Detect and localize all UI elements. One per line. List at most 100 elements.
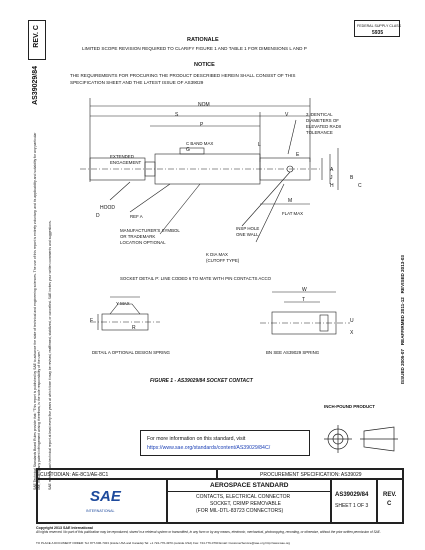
- socket-contact-drawing: [80, 98, 350, 335]
- label-tolerance: TOLERANCE: [306, 130, 333, 135]
- procurement-text: PROCUREMENT SPECIFICATION: AS39029: [260, 472, 362, 478]
- title-cell: AEROSPACE STANDARD CONTACTS, ELECTRICAL …: [167, 479, 332, 523]
- label-d: D: [96, 213, 100, 219]
- aerospace-standard: AEROSPACE STANDARD: [210, 482, 289, 489]
- label-or-trademark: OR TRADEMARK: [120, 234, 156, 239]
- sae-sub: INTERNATIONAL: [86, 509, 115, 513]
- label-t: T: [302, 297, 306, 303]
- label-c-band-max: C BAND MAX: [186, 141, 214, 146]
- sae-logo: SAE: [90, 488, 121, 505]
- leader-hood: [109, 181, 131, 201]
- label-diameters-of: DIAMETERS OF: [306, 118, 339, 123]
- fsc-box: FEDERAL SUPPLY CLASS 5935: [354, 20, 402, 37]
- label-flat-max: FLAT MAX: [282, 211, 304, 216]
- label-v: V: [285, 112, 289, 118]
- label-r: R: [132, 325, 136, 331]
- footer-rev-value: C: [387, 501, 392, 507]
- label-b: B: [350, 175, 354, 181]
- label-detail-a-left: DETAIL A OPTIONAL DESIGN SPRING: [92, 350, 170, 355]
- label-insp-hole: INSP HOLE: [236, 226, 260, 231]
- label-3-identical: 3 IDENTICAL: [306, 112, 333, 117]
- title-block: CUSTODIAN: AE-8C1/AE-8C1 PROCUREMENT SPE…: [36, 468, 404, 524]
- custodian-text: CUSTODIAN: AE-8C1/AE-8C1: [40, 472, 109, 478]
- issued-date: ISSUED 2005-07: [400, 349, 405, 385]
- rationale-heading: RATIONALE: [187, 37, 219, 43]
- fsc-label: FEDERAL SUPPLY CLASS: [357, 24, 402, 28]
- legal-text-2: SAE reviews each technical report at lea…: [48, 220, 52, 490]
- footer-rev-label: REV.: [383, 492, 397, 498]
- label-extended: EXTENDED: [110, 154, 134, 159]
- leader-insp: [241, 171, 291, 227]
- footer-sheet: SHEET 1 OF 3: [335, 503, 369, 509]
- label-f: F: [90, 318, 94, 324]
- figure-caption: FIGURE 1 - AS39029/84 SOCKET CONTACT: [150, 378, 253, 384]
- label-p: P: [200, 122, 204, 128]
- notice-heading: NOTICE: [194, 62, 215, 68]
- detail-b-slot: [319, 314, 329, 332]
- label-mfr-symbol: MANUFACTURER'S SYMBOL: [120, 228, 180, 233]
- label-nom: NOM: [198, 102, 210, 108]
- label-hood: HOOD: [100, 205, 115, 211]
- title-line-2: SOCKET, CRIMP REMOVABLE: [210, 501, 281, 507]
- revised-date: REVISED 2013-03: [400, 255, 405, 294]
- rev-value: C: [33, 25, 40, 31]
- leader-radii: [287, 119, 297, 155]
- projection-symbol-icon: [324, 425, 398, 453]
- procurement-cell: PROCUREMENT SPECIFICATION: AS39029: [217, 469, 403, 479]
- detail-a-spring: [109, 303, 141, 315]
- detail-a-body: [101, 313, 149, 331]
- reaffirmed-date: REAFFIRMED 2011-12: [400, 297, 405, 346]
- doc-number-vertical: AS39029/84: [32, 66, 39, 105]
- label-g: G: [186, 147, 190, 153]
- custodian-cell: CUSTODIAN: AE-8C1/AE-8C1: [37, 469, 217, 479]
- label-c: C: [358, 183, 362, 189]
- notice-line-2: SPECIFICATION SHEET AND THE LATEST ISSUE…: [70, 80, 204, 85]
- title-line-3: (FOR MIL-DTL-83723 CONNECTORS): [196, 508, 284, 514]
- inch-pound-box: INCH-POUND PRODUCT: [320, 400, 402, 468]
- fsc-value: 5935: [372, 30, 384, 36]
- info-box: For more information on this standard, v…: [140, 430, 310, 456]
- label-one-wall: ONE WALL: [236, 232, 259, 237]
- label-w: W: [302, 287, 307, 293]
- label-u: U: [350, 318, 354, 324]
- label-location-optional: LOCATION OPTIONAL: [120, 240, 166, 245]
- label-m: M: [288, 198, 293, 204]
- date-stamps: ISSUED 2005-07 REAFFIRMED 2011-12 REVISE…: [400, 255, 406, 384]
- label-engagement: ENGAGEMENT: [110, 160, 142, 165]
- order-text: TO PLACE A DOCUMENT ORDER: Tel: 877-606-…: [36, 541, 291, 545]
- label-cutoff: (CUTOFF TYPE): [206, 258, 240, 263]
- label-k-dia: K DIA MAX: [206, 252, 228, 257]
- info-line: For more information on this standard, v…: [147, 436, 246, 442]
- logo-cell: SAE INTERNATIONAL: [37, 479, 167, 523]
- footer-doc-number: AS39029/84: [335, 492, 369, 498]
- leader-kdia: [255, 183, 285, 243]
- rev-label: REV.: [33, 32, 40, 48]
- rev-header-label: REV. C: [33, 25, 41, 48]
- label-e: E: [296, 152, 300, 158]
- label-detail-a-right: BN SEE AS39029 SPRING: [266, 350, 320, 355]
- label-a: A: [330, 167, 334, 173]
- label-socket-detail: SOCKET DETAIL P: LINE CODED 6 TO MATE WI…: [120, 276, 272, 281]
- title-line-1: CONTACTS, ELECTRICAL CONNECTOR: [196, 494, 291, 500]
- label-h: H: [330, 183, 334, 189]
- rev-cell: REV. C: [377, 479, 403, 523]
- copyright: Copyright 2013 SAE International: [36, 526, 93, 530]
- label-l: L: [258, 142, 261, 148]
- rationale-text: LIMITED SCOPE REVISION REQUIRED TO CLARI…: [82, 46, 307, 51]
- docnum-cell: AS39029/84 SHEET 1 OF 3: [331, 479, 377, 523]
- label-s: S: [175, 112, 179, 118]
- c-band: [179, 147, 205, 155]
- leader-ref-a: [129, 183, 171, 213]
- label-x: X: [350, 330, 354, 336]
- info-link[interactable]: https://www.sae.org/standards/content/AS…: [147, 445, 271, 451]
- label-ref-a: REF A: [130, 214, 143, 219]
- legal-text-1: SAE Technical Standards Board Rules prov…: [33, 132, 41, 490]
- label-j: J: [330, 175, 333, 181]
- leader-mfr: [159, 183, 201, 235]
- notice-line-1: THE REQUIREMENTS FOR PROCURING THE PRODU…: [70, 73, 296, 78]
- label-elevated: ELEVATED RADII: [306, 124, 342, 129]
- rights-text: All rights reserved. No part of this pub…: [36, 530, 381, 534]
- label-y-max: Y MAX: [116, 301, 130, 306]
- rev-header-box: REV. C: [28, 20, 46, 60]
- inch-pound-label: INCH-POUND PRODUCT: [324, 404, 375, 409]
